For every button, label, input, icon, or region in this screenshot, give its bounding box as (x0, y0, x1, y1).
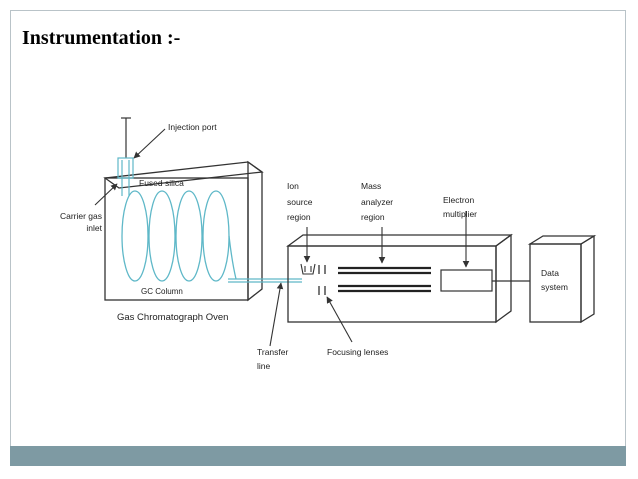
mass-analyzer-rods (338, 266, 431, 293)
injection-port (117, 117, 134, 196)
label-carrier-gas-1: Carrier gas (60, 211, 102, 221)
label-ion-source-3: region (287, 212, 311, 222)
focusing-lenses (318, 265, 326, 295)
mass-spectrometer (286, 233, 513, 324)
label-transfer-line-2: line (257, 361, 271, 371)
label-mass-analyzer-3: region (361, 212, 385, 222)
gc-column-coils (121, 190, 237, 282)
label-ion-source-1: Ion (287, 181, 299, 191)
label-ion-source-2: source (287, 197, 313, 207)
slide-title: Instrumentation :- (22, 27, 181, 49)
transfer-line (228, 278, 302, 283)
footer-bar (10, 446, 626, 466)
label-electron-multiplier-1: Electron (443, 195, 474, 205)
label-gc-oven: Gas Chromatograph Oven (117, 312, 228, 323)
label-fused-silica: Fused silica (139, 178, 184, 188)
label-data-system-2: system (541, 282, 568, 292)
label-mass-analyzer-1: Mass (361, 181, 381, 191)
label-data-system-1: Data (541, 268, 559, 278)
ion-source (300, 263, 316, 275)
label-focusing-lenses: Focusing lenses (327, 347, 388, 357)
electron-multiplier (440, 269, 493, 292)
data-system (527, 234, 597, 324)
arrows (94, 128, 470, 347)
label-gc-column: GC Column (141, 287, 183, 296)
label-transfer-line-1: Transfer (257, 347, 289, 357)
label-carrier-gas-2: inlet (86, 223, 102, 233)
label-injection-port: Injection port (168, 122, 217, 132)
label-electron-multiplier-2: multiplier (443, 209, 477, 219)
label-mass-analyzer-2: analyzer (361, 197, 393, 207)
